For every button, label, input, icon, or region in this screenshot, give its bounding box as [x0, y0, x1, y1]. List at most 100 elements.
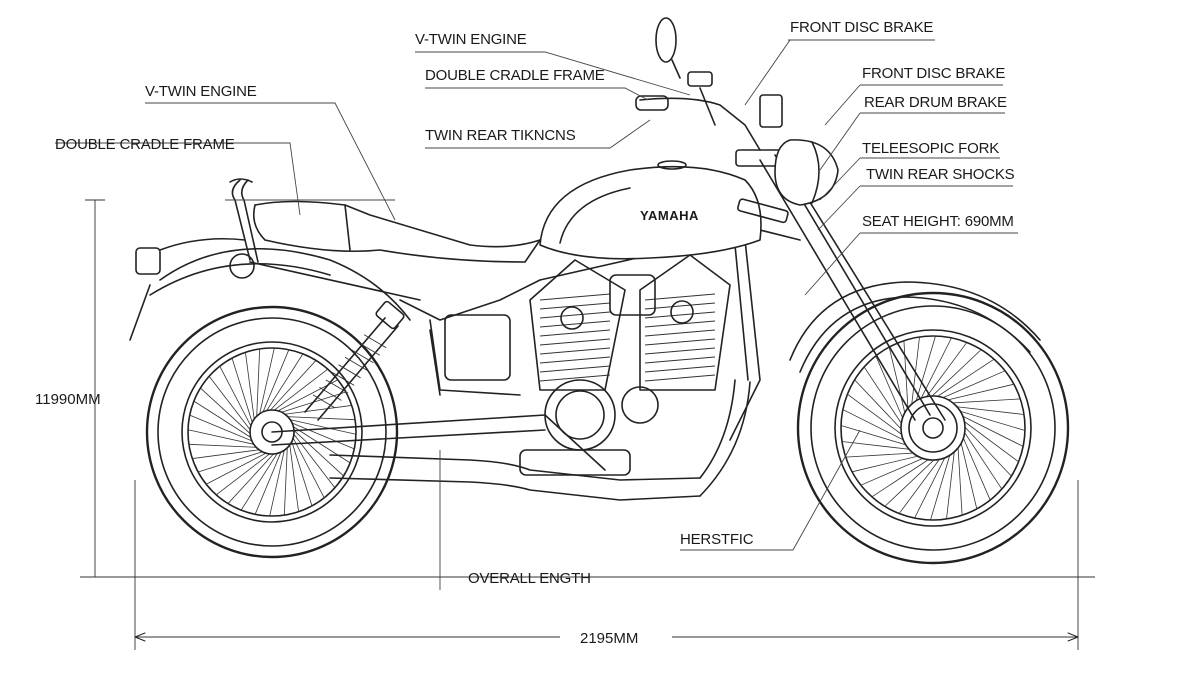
wheel-spoke — [268, 368, 328, 415]
wheel-spoke — [930, 444, 954, 521]
shock-coil — [319, 386, 342, 401]
wheel-spoke — [955, 414, 1019, 463]
cooling-fin — [539, 311, 611, 319]
label-twin-rear-garbled: TWIN REAR TIKNCNS — [425, 127, 576, 144]
fenders — [149, 247, 1041, 373]
cooling-fin — [539, 356, 611, 364]
wheel-spoke — [840, 425, 917, 449]
wheel-spoke — [193, 400, 257, 442]
cooling-fin — [644, 293, 716, 301]
shock-coil — [351, 349, 374, 364]
cooling-fin — [539, 302, 611, 310]
label-front-disc-brake: FRONT DISC BRAKE — [862, 65, 1005, 82]
wheel-spoke — [200, 387, 256, 439]
exhaust — [329, 379, 751, 501]
wheel-spoke — [957, 436, 963, 516]
wheel-spoke — [949, 407, 1026, 431]
wheel-spoke — [860, 453, 934, 486]
wheel-spoke — [288, 425, 344, 477]
wheel-spoke — [915, 337, 952, 409]
wheel-spoke — [289, 435, 313, 506]
wheel-spoke — [256, 348, 261, 424]
cooling-fin — [539, 338, 611, 346]
dimension-height-label: 11990MM — [35, 391, 101, 408]
fuel-tank: YAMAHA — [539, 160, 762, 260]
shock-coil — [344, 356, 368, 371]
handlebars — [635, 17, 761, 151]
label-front-disc-brake-top: FRONT DISC BRAKE — [790, 19, 933, 36]
wheel-spoke — [269, 443, 287, 517]
headlight — [759, 94, 839, 206]
wheel-spoke — [854, 379, 909, 438]
label-seat-height: SEAT HEIGHT: 690MM — [862, 213, 1014, 230]
cooling-fin — [539, 329, 611, 337]
wheel-spoke — [219, 366, 255, 433]
front-wheel — [796, 291, 1070, 565]
wheel-spoke — [283, 417, 357, 435]
wheel-spoke — [875, 355, 908, 429]
wheel-spoke — [283, 440, 288, 516]
wheel-spoke — [958, 423, 1003, 490]
dimension-length-label: 2195MM — [580, 630, 638, 647]
wheel-spoke — [852, 453, 929, 473]
seat — [129, 178, 541, 341]
wheel-spoke — [187, 429, 261, 447]
wheel-spoke — [923, 349, 982, 404]
cooling-fin — [644, 374, 716, 382]
wheel-spoke — [198, 449, 269, 473]
cooling-fin — [644, 356, 716, 364]
frame — [249, 229, 801, 471]
wheel-spoke — [958, 427, 991, 501]
wheel-spoke — [871, 453, 938, 498]
shock-coil — [357, 341, 381, 356]
wheel-spoke — [231, 358, 255, 429]
rear-shocks — [304, 300, 405, 421]
wheel-spoke — [863, 366, 908, 433]
shock-coil — [312, 394, 336, 409]
wheel-spoke — [227, 448, 279, 504]
wheel-spoke — [928, 358, 995, 403]
wheel-spoke — [847, 393, 911, 442]
front-fork — [735, 149, 946, 421]
wheel-spoke — [919, 342, 968, 406]
wheel-spoke — [958, 432, 978, 509]
wheel-spoke — [941, 398, 1021, 404]
label-double-cradle-frame-left: DOUBLE CRADLE FRAME — [55, 136, 235, 153]
cooling-fin — [539, 365, 611, 373]
label-v-twin-engine-left: V-TWIN ENGINE — [145, 83, 257, 100]
wheel-spoke — [932, 370, 1006, 403]
cooling-fin — [539, 347, 611, 355]
wheel-spoke — [910, 336, 920, 416]
cooling-fin — [539, 293, 611, 301]
wheel-spoke — [957, 418, 1012, 477]
callout-labels: V-TWIN ENGINE DOUBLE CRADLE FRAME TWIN R… — [35, 19, 1015, 647]
wheel-spoke — [254, 445, 284, 515]
dimension-lines — [80, 199, 1095, 650]
wheel-spoke — [208, 376, 255, 436]
wheel-spoke — [289, 428, 336, 488]
wheel-spoke — [262, 353, 304, 417]
wheel-spoke — [912, 335, 936, 412]
shock-coil — [338, 364, 361, 379]
wheel-spoke — [188, 443, 264, 448]
cooling-fin — [644, 329, 716, 337]
label-telescopic-fork: TELEESOPIC FORK — [862, 140, 999, 157]
wheel-spoke — [914, 447, 951, 519]
cooling-fin — [644, 365, 716, 373]
cooling-fin — [539, 374, 611, 382]
wheel-spoke — [845, 452, 925, 458]
label-overall-length: OVERALL ENGTH — [468, 570, 591, 587]
cooling-fin — [644, 320, 716, 328]
leader-lines — [55, 39, 1018, 590]
cooling-fin — [644, 338, 716, 346]
wheel-spoke — [945, 405, 1025, 415]
wheel-spoke — [898, 450, 947, 514]
wheel-spoke — [245, 352, 256, 426]
cooling-fin — [644, 302, 716, 310]
label-twin-rear-shocks: TWIN REAR SHOCKS — [866, 166, 1015, 183]
shock-coil — [331, 371, 355, 386]
wheel-spoke — [260, 349, 290, 419]
wheel-spoke — [937, 383, 1014, 403]
wheel-spoke — [265, 360, 317, 416]
